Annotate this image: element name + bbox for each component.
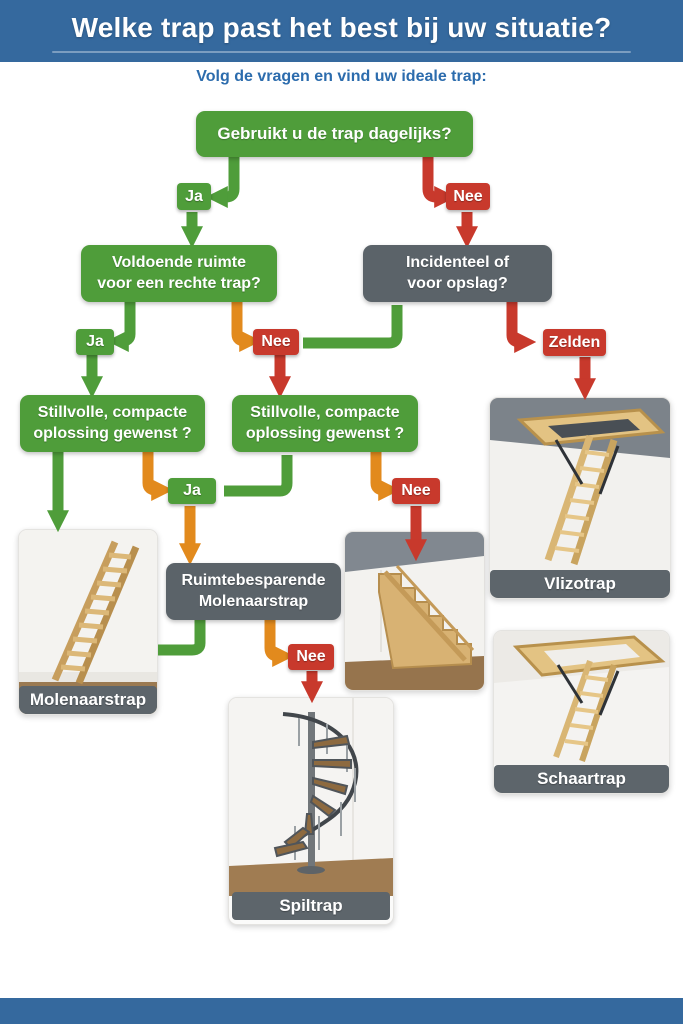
question-incidental-line2: voor opslag? — [407, 274, 508, 292]
answer-ja-1: Ja — [177, 183, 211, 210]
answer-zelden: Zelden — [543, 329, 606, 356]
connector-stylish2-ja — [224, 455, 293, 497]
connector-stylish1-ja — [142, 452, 174, 501]
question-stylish-right-line2: oplossing gewenst ? — [245, 424, 405, 442]
question-stylish-right: Stillvolle, compacte oplossing gewenst ? — [232, 395, 418, 452]
vlizotrap-photo — [490, 398, 670, 570]
question-enough-space-line1: Voldoende ruimte — [112, 254, 246, 272]
question-stylish-left-line1: Stillvolle, compacte — [37, 404, 188, 422]
question-stylish-left: Stillvolle, compacte oplossing gewenst ? — [20, 395, 205, 452]
product-label-schaartrap: Schaartrap — [494, 765, 669, 793]
question-incidental-line1: Incidenteel of — [405, 254, 510, 272]
connector-daily-ja — [205, 157, 240, 208]
title-underline — [52, 51, 631, 53]
result-space-saving-molenaarstrap: Ruimtebesparende Molenaarstrap — [166, 563, 341, 620]
question-enough-space-line2: voor een rechte trap? — [97, 274, 261, 292]
answer-nee-4: Nee — [288, 644, 334, 670]
question-stylish-right-line1: Stillvolle, compacte — [250, 404, 400, 422]
page-subtitle: Volg de vragen en vind uw ideale trap: — [196, 68, 487, 85]
product-label-spiltrap: Spiltrap — [232, 892, 390, 920]
connector-space-nee — [231, 302, 262, 352]
answer-nee-3: Nee — [392, 478, 440, 504]
schaartrap-photo — [494, 631, 669, 765]
footer-bar — [0, 998, 683, 1024]
card-spiltrap: Spiltrap — [228, 697, 394, 925]
connector-spacesaving-nee — [264, 620, 295, 667]
connector-daily-nee — [422, 157, 457, 208]
connector-nee2-incidental — [303, 305, 403, 349]
open-stair-photo — [345, 532, 484, 690]
question-stylish-left-line2: oplossing gewenst ? — [33, 424, 192, 442]
answer-nee-1: Nee — [446, 183, 490, 210]
answer-ja-3: Ja — [168, 478, 216, 504]
result-space-saving-line1: Ruimtebesparende — [181, 572, 326, 590]
answer-ja-2: Ja — [76, 329, 114, 355]
card-molenaarstrap: Molenaarstrap — [18, 529, 158, 715]
result-space-saving-line2: Molenaarstrap — [198, 592, 309, 610]
card-open-stair — [344, 531, 485, 691]
answer-nee-2: Nee — [253, 329, 299, 355]
card-vlizotrap: Vlizotrap — [489, 397, 671, 599]
connector-spacesaving-molenaarstrap — [158, 620, 206, 656]
header-bar: Welke trap past het best bij uw situatie… — [0, 0, 683, 62]
connector-space-ja — [106, 302, 136, 352]
page-title: Welke trap past het best bij uw situatie… — [71, 12, 612, 43]
card-schaartrap: Schaartrap — [493, 630, 670, 794]
question-enough-space: Voldoende ruimte voor een rechte trap? — [81, 245, 277, 302]
question-daily-use-text: Gebruikt u de trap dagelijks? — [217, 124, 452, 144]
question-incidental: Incidenteel of voor opslag? — [363, 245, 552, 302]
spiltrap-photo — [229, 698, 393, 896]
connector-stylish2-nee — [370, 452, 401, 501]
product-label-vlizotrap: Vlizotrap — [490, 570, 670, 598]
connector-incidental-zelden — [506, 302, 537, 353]
product-label-molenaarstrap: Molenaarstrap — [19, 686, 157, 714]
question-daily-use: Gebruikt u de trap dagelijks? — [196, 111, 473, 157]
